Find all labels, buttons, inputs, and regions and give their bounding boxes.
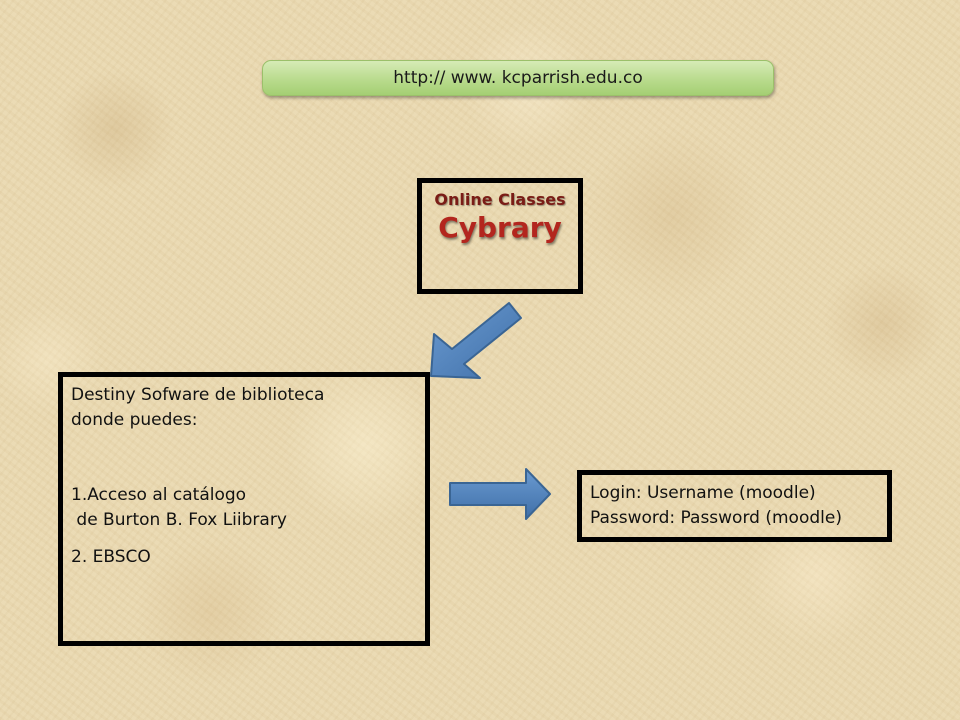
cybrary-title: Cybrary	[438, 211, 562, 244]
login-info-box: Login: Username (moodle) Password: Passw…	[577, 470, 892, 542]
password-line: Password: Password (moodle)	[590, 508, 842, 528]
ebsco-line: 2. EBSCO	[71, 547, 151, 567]
destiny-line-1: Destiny Sofware de biblioteca	[71, 385, 325, 405]
online-classes-label: Online Classes	[434, 190, 566, 209]
login-line: Login: Username (moodle)	[590, 483, 816, 503]
url-text: http:// www. kcparrish.edu.co	[393, 68, 643, 88]
url-banner: http:// www. kcparrish.edu.co	[262, 60, 774, 96]
catalog-line: 1.Acceso al catálogo	[71, 485, 247, 505]
destiny-line-2: donde puedes:	[71, 410, 198, 430]
destiny-info-box: Destiny Sofware de biblioteca donde pued…	[58, 372, 430, 646]
cybrary-box: Online Classes Cybrary	[417, 178, 583, 294]
library-line: de Burton B. Fox Liibrary	[71, 510, 287, 530]
arrow-right-icon	[449, 468, 551, 520]
arrow-down-left-icon	[430, 302, 522, 379]
spacer	[71, 433, 417, 483]
